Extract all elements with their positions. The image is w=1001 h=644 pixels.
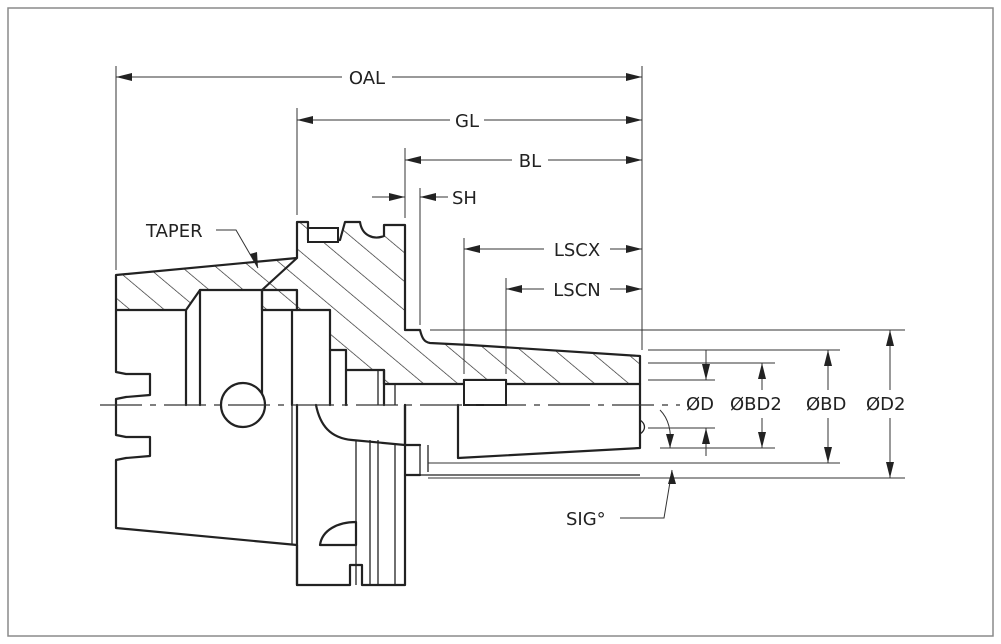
label-oal: OAL — [349, 68, 385, 89]
dim-bd2 — [758, 363, 766, 448]
leader-taper — [216, 229, 259, 269]
label-gl: GL — [455, 111, 479, 132]
label-bl: BL — [519, 151, 541, 172]
label-lscx: LSCX — [554, 240, 600, 261]
label-lscn: LSCN — [553, 280, 601, 301]
dim-bd — [824, 350, 832, 463]
dim-sh — [372, 193, 448, 201]
drawing-border — [7, 7, 994, 637]
dim-gl — [297, 109, 642, 131]
label-d: ØD — [686, 394, 714, 415]
label-bd: ØBD — [806, 394, 846, 415]
holder-section-upper — [114, 220, 642, 386]
label-d2: ØD2 — [866, 394, 905, 415]
label-bd2: ØBD2 — [730, 394, 782, 415]
label-sig: SIG° — [566, 509, 606, 530]
holder-internal — [114, 288, 646, 460]
holder-lower-outline — [114, 403, 640, 587]
dim-oal — [116, 66, 642, 88]
dim-bl — [405, 149, 642, 171]
dim-d2 — [886, 330, 894, 478]
dim-d — [702, 350, 710, 456]
dim-lscn — [506, 278, 642, 300]
label-taper: TAPER — [145, 221, 203, 242]
dim-sig — [620, 409, 676, 519]
dim-lscx — [464, 238, 642, 260]
label-sh: SH — [452, 188, 477, 209]
